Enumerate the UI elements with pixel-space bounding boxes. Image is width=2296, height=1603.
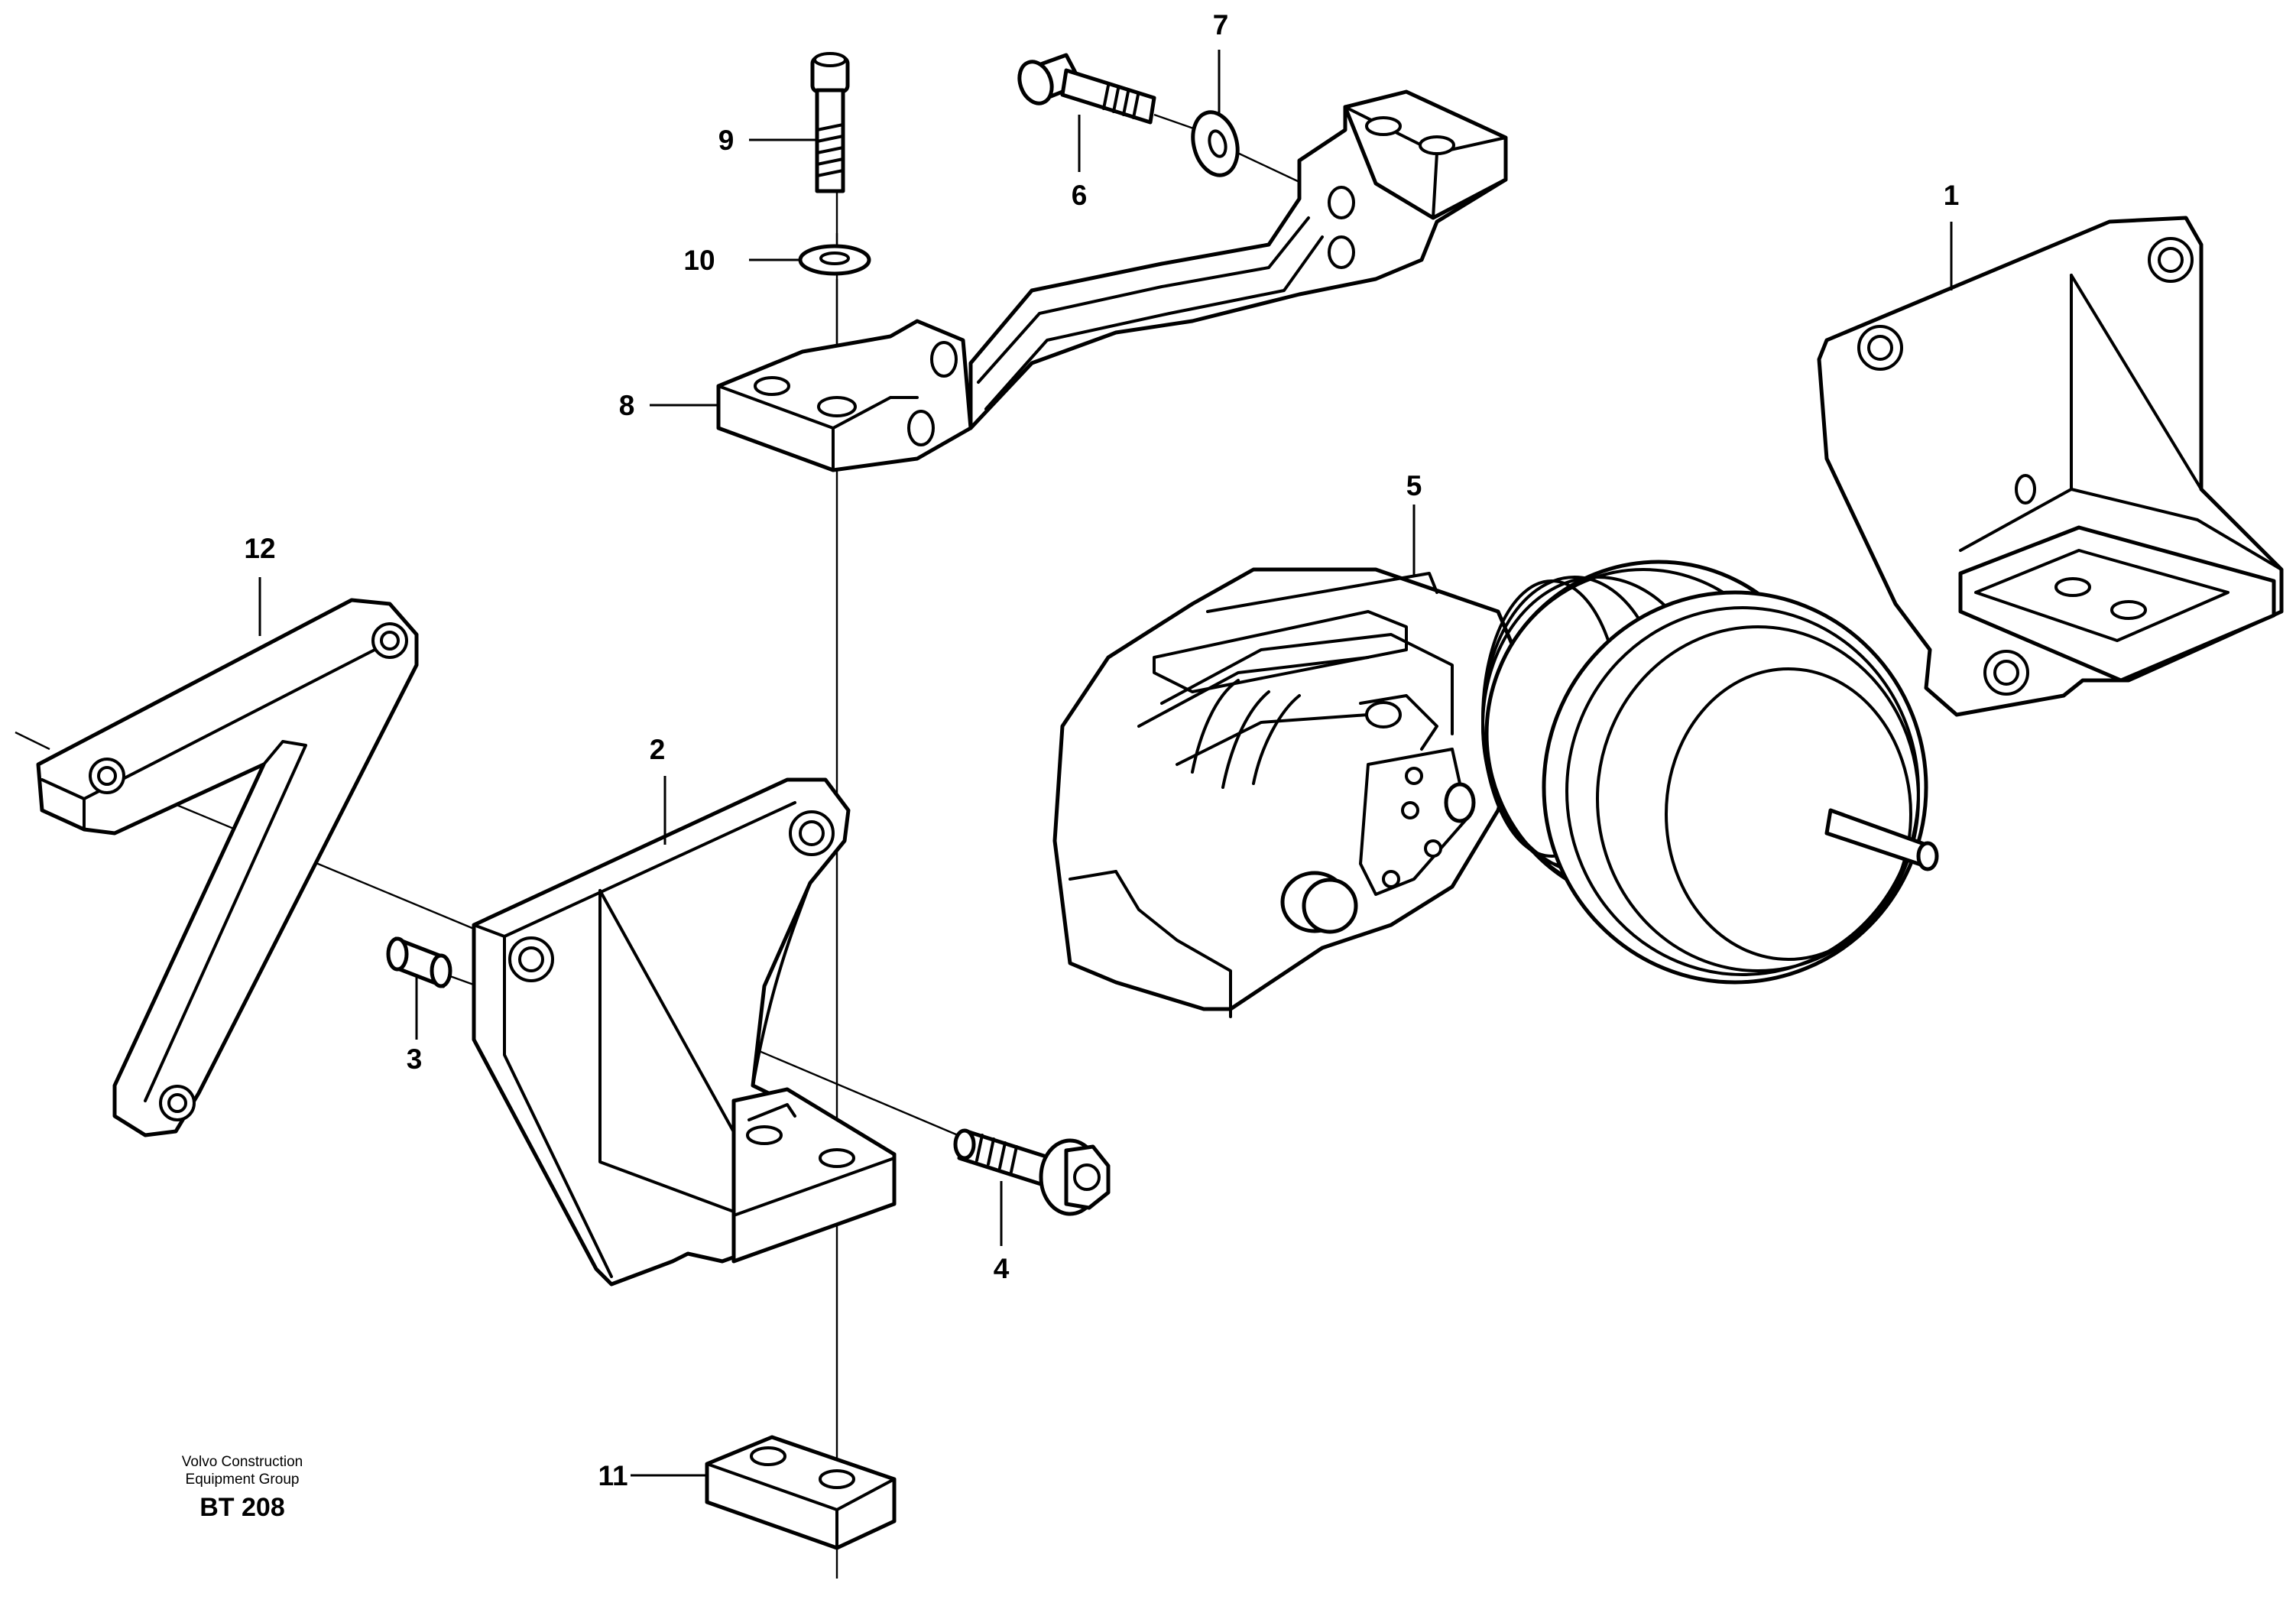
footer-company-line2: Equipment Group — [186, 1472, 300, 1488]
callout-10: 10 — [683, 245, 715, 276]
part-12-link-bar — [36, 598, 419, 1137]
callout-5: 5 — [1406, 470, 1422, 501]
part-6-bolt — [1017, 53, 1156, 125]
callout-1: 1 — [1944, 180, 1960, 211]
part-1-bracket — [1817, 216, 2284, 717]
callout-leaders — [258, 50, 1953, 1477]
part-5-brake-unit — [1052, 560, 1939, 1018]
footer: Volvo Construction Equipment Group BT 20… — [182, 1454, 303, 1522]
callout-9: 9 — [718, 125, 735, 156]
footer-figure-code: BT 208 — [199, 1493, 285, 1522]
footer-company-line1: Volvo Construction — [182, 1454, 303, 1470]
part-3-pin — [386, 936, 452, 988]
callout-7: 7 — [1213, 9, 1229, 41]
callout-3: 3 — [407, 1043, 423, 1075]
part-8-bracket-arm — [716, 89, 1508, 472]
part-10-washer — [798, 244, 871, 276]
callout-labels: 1 2 3 4 5 6 7 8 9 10 11 12 — [244, 9, 1959, 1491]
callout-8: 8 — [619, 390, 635, 421]
part-4-flange-bolt — [953, 1128, 1111, 1216]
callout-11: 11 — [598, 1460, 628, 1491]
part-7-washer — [1191, 110, 1240, 177]
callout-12: 12 — [244, 533, 275, 564]
callout-6: 6 — [1072, 180, 1088, 211]
part-9-screw — [810, 52, 850, 193]
part-11-plate — [705, 1435, 897, 1550]
callout-2: 2 — [650, 734, 666, 765]
part-2-bracket — [472, 777, 897, 1287]
callout-4: 4 — [994, 1253, 1010, 1284]
